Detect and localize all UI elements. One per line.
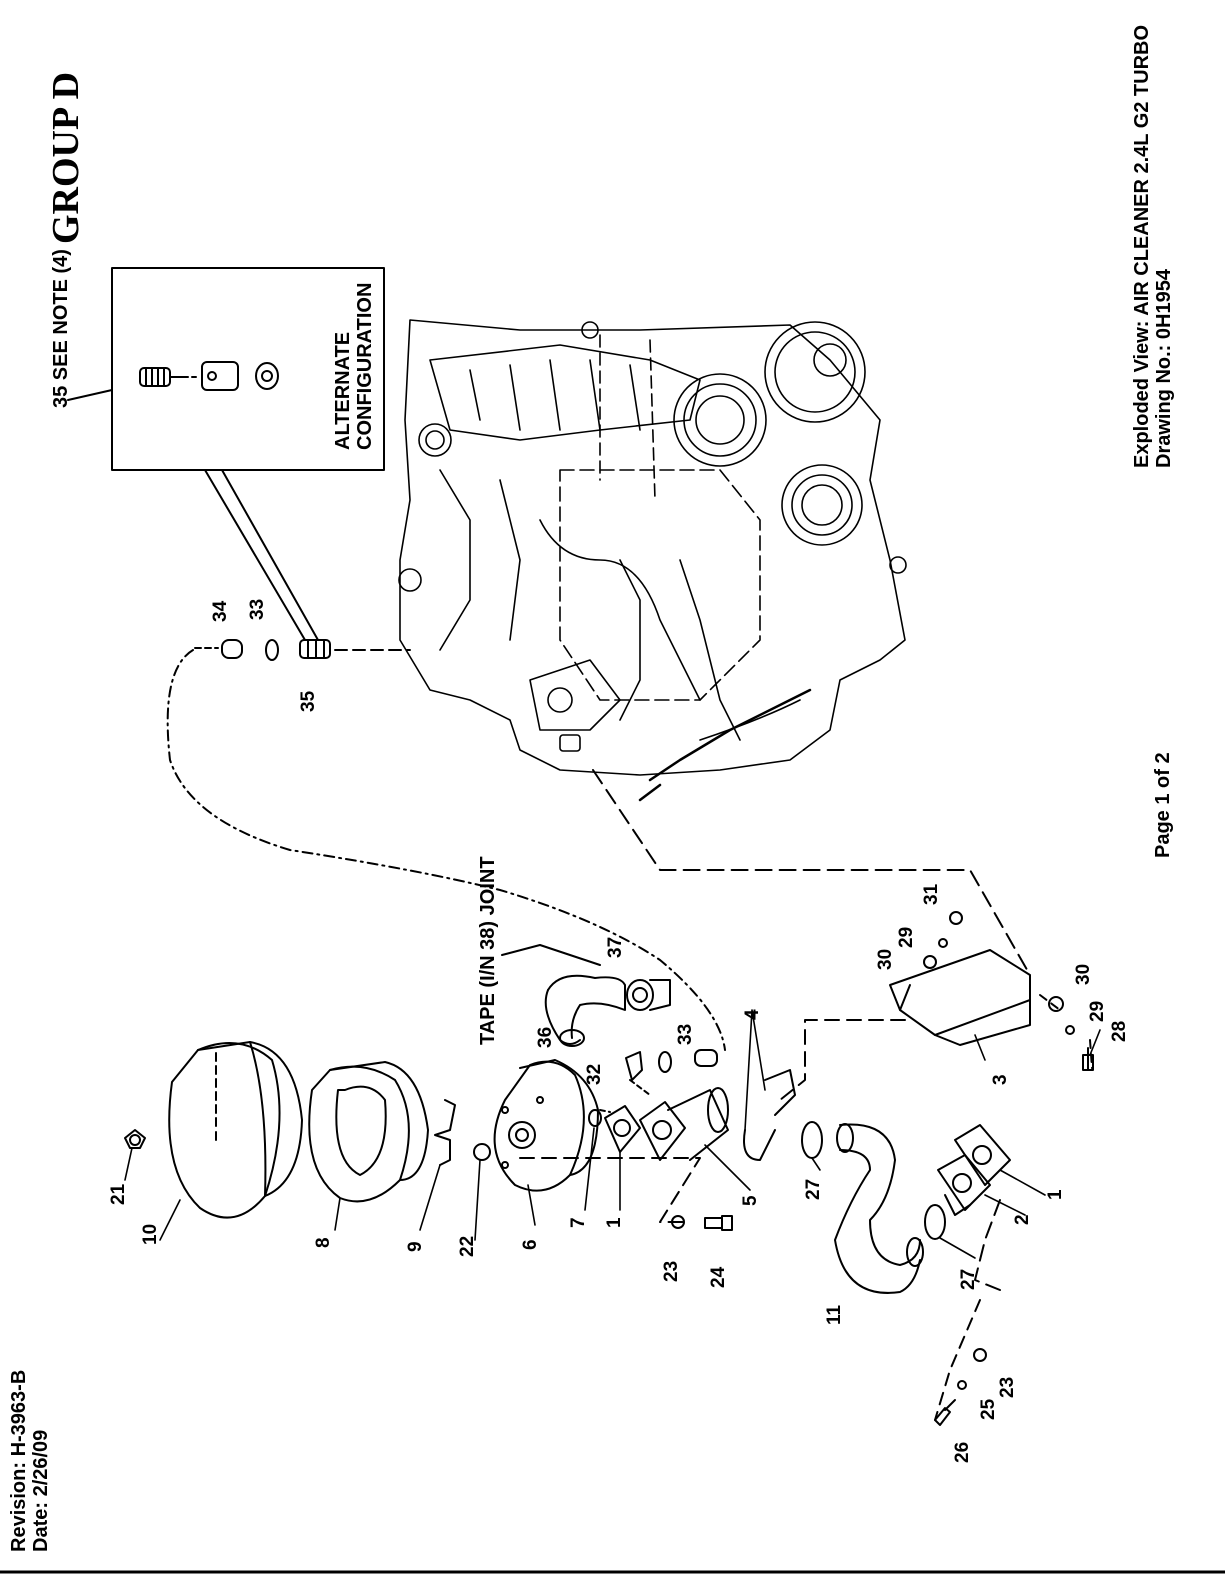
- tee-fitting: [627, 980, 670, 1010]
- group-title: GROUP D: [44, 72, 88, 244]
- part-number-label: 28: [1109, 1021, 1131, 1042]
- air-cleaner-cover: [169, 1042, 302, 1218]
- nut: [474, 1144, 490, 1160]
- part-number-label: 27: [803, 1179, 825, 1200]
- part-number-label: 6: [520, 1239, 542, 1250]
- u-bolt-bracket: [744, 1070, 795, 1160]
- part-number-label: 21: [108, 1184, 130, 1205]
- part-number-label: 27: [958, 1269, 980, 1290]
- part-number-label: 35: [298, 691, 320, 712]
- hex-nut: [950, 912, 962, 924]
- exploded-view-title: Exploded View: AIR CLEANER 2.4L G2 TURBO: [1131, 25, 1153, 468]
- part-number-label: 1: [604, 1217, 626, 1228]
- part-number-label: 2: [1012, 1214, 1034, 1225]
- vent-cap: [222, 640, 242, 658]
- part-number-label: 9: [405, 1241, 427, 1252]
- part-number-label: 26: [952, 1442, 974, 1463]
- part-number-label: 33: [675, 1024, 697, 1045]
- alternate-label-line1: ALTERNATE: [332, 332, 354, 450]
- hose-clamp: [659, 1052, 671, 1072]
- part-number-label: 30: [1073, 964, 1095, 985]
- part-number-label: 25: [978, 1399, 1000, 1420]
- element-retainer: [435, 1100, 455, 1165]
- outlet-adapter: [640, 1088, 728, 1160]
- leader-lines: [168, 648, 1092, 1420]
- part-number-label: 11: [824, 1305, 846, 1325]
- part-number-label: 23: [997, 1377, 1019, 1398]
- part-number-label: 24: [708, 1267, 730, 1288]
- hose-clamp: [925, 1205, 945, 1239]
- part-number-label: 36: [535, 1027, 557, 1048]
- part-number-label: 8: [313, 1237, 335, 1248]
- part-number-label: 37: [605, 937, 627, 958]
- hose-clamp: [266, 640, 278, 660]
- part-number-label: 22: [457, 1236, 479, 1257]
- part-number-label: 7: [568, 1217, 590, 1228]
- part-number-label: 29: [1087, 1001, 1109, 1022]
- drawing-number: Drawing No.: 0H1954: [1153, 269, 1175, 468]
- part-number-label: 31: [921, 884, 943, 905]
- page-label: Page 1 of 2: [1152, 752, 1174, 858]
- wing-nut: [125, 1130, 145, 1148]
- pcv-hose: [546, 976, 625, 1046]
- hose-section: [695, 1050, 717, 1066]
- tape-note-leader: [502, 945, 600, 965]
- alternate-label-line2: CONFIGURATION: [354, 283, 376, 450]
- revision-line: Revision: H-3963-B: [8, 1370, 30, 1552]
- engine-assembly: [399, 320, 906, 800]
- part-number-label: 23: [661, 1261, 683, 1282]
- part-number-label: 33: [247, 599, 269, 620]
- lock-washer: [1066, 1026, 1074, 1034]
- lock-washer: [939, 939, 947, 947]
- part-number-label: 1: [1045, 1189, 1067, 1200]
- elbow-fitting: [626, 1052, 642, 1080]
- callout-note: 35 SEE NOTE (4): [50, 249, 72, 408]
- part-number-label: 32: [584, 1064, 606, 1085]
- part-number-label: 3: [990, 1074, 1012, 1085]
- date-line: Date: 2/26/09: [30, 1430, 52, 1552]
- part-number-label: 34: [210, 601, 232, 622]
- seal-ring: [589, 1110, 601, 1126]
- lock-washer: [958, 1381, 966, 1389]
- air-cleaner-base: [495, 1060, 598, 1191]
- air-filter-element: [309, 1062, 428, 1201]
- part-number-label: 10: [140, 1224, 162, 1245]
- intake-hose: [835, 1124, 923, 1293]
- flat-washer: [924, 956, 936, 968]
- mounting-bracket: [890, 950, 1030, 1045]
- alternate-configuration-box: [68, 268, 384, 640]
- fitting-detail-icon: [140, 362, 278, 390]
- part-number-label: 4: [742, 1009, 764, 1020]
- flat-washer: [974, 1349, 986, 1361]
- part-number-label: 5: [740, 1195, 762, 1206]
- breather-fitting: [300, 640, 330, 658]
- part-number-label: 29: [896, 927, 918, 948]
- tape-note: TAPE (I/N 38) JOINT: [477, 856, 499, 1045]
- hose-clamp: [802, 1122, 822, 1158]
- part-number-label: 30: [875, 949, 897, 970]
